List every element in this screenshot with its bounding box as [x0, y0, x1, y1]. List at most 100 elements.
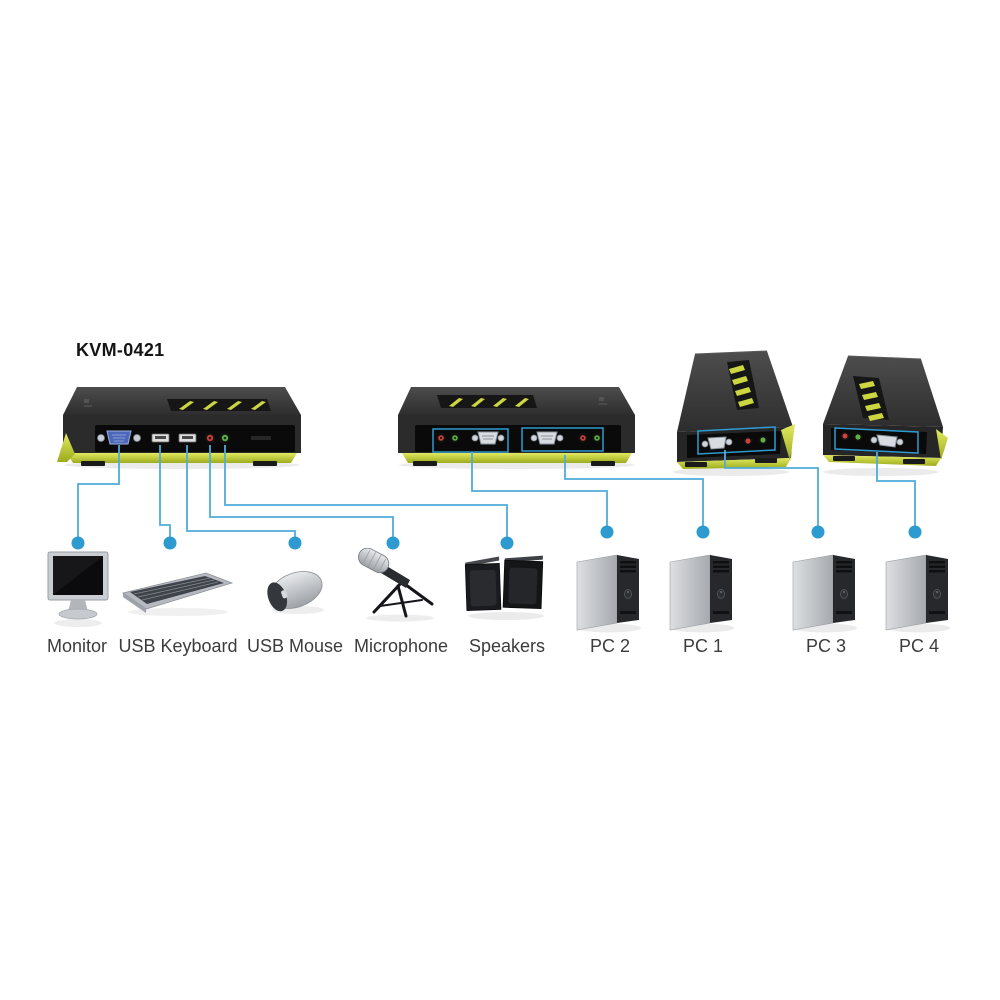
vga-screw-icon [896, 438, 904, 446]
product-model-label: KVM-0421 [76, 340, 165, 360]
speaker-grille [508, 567, 538, 605]
power-button [717, 589, 725, 599]
kvm-switch-rear-view [393, 383, 643, 474]
rubber-foot [253, 461, 277, 466]
monitor-illustration [42, 550, 114, 635]
power-led [627, 591, 629, 593]
microphone-illustration [350, 547, 450, 628]
select-button-icon [732, 376, 748, 385]
power-button [840, 589, 848, 599]
speakers-illustration [460, 548, 552, 627]
pc-side-panel [576, 554, 618, 631]
mic-stand-bar [379, 599, 423, 607]
vga-screw-icon [870, 436, 878, 444]
drive-bay [929, 561, 945, 564]
mic-grille [362, 550, 371, 564]
power-button [624, 589, 632, 599]
usb-mouse-illustration [260, 560, 332, 623]
panel-print [251, 436, 271, 440]
edge-highlight [694, 350, 768, 355]
select-button-icon [203, 401, 218, 410]
mic-grille [378, 558, 387, 572]
vga-screw-icon [530, 434, 538, 442]
label-monitor: Monitor [46, 636, 108, 656]
rubber-foot [81, 461, 105, 466]
connection-dot [71, 536, 85, 550]
select-button-icon [515, 398, 529, 407]
usb-tongue [182, 436, 193, 439]
connection-dot [696, 525, 710, 539]
label-pc-3: PC 3 [805, 636, 847, 656]
label-microphone: Microphone [353, 636, 449, 656]
device-shadow [673, 468, 789, 476]
front-vent [620, 611, 636, 614]
key-row [141, 581, 219, 601]
pc-4-illustration [878, 548, 960, 639]
edge-highlight [847, 355, 922, 360]
vga-port-icon [106, 430, 132, 445]
vga-screw-icon [97, 434, 105, 442]
label-speakers: Speakers [468, 636, 546, 656]
brand-mark [599, 397, 604, 401]
select-button-icon [859, 381, 875, 389]
label-pc-2: PC 2 [589, 636, 631, 656]
yellow-corner-wedge [936, 429, 948, 460]
connection-dot [908, 525, 922, 539]
vga-screw-icon [497, 434, 505, 442]
jack-hole [453, 436, 457, 440]
rubber-foot [413, 461, 437, 466]
vga-screw-icon [701, 440, 709, 448]
label-pc-4: PC 4 [898, 636, 940, 656]
select-button-icon [493, 398, 507, 407]
drive-bay [836, 561, 852, 564]
vga-screw-icon [725, 438, 733, 446]
select-button-icon [865, 403, 881, 411]
mic-jack-icon [842, 433, 848, 439]
drive-bay [929, 565, 945, 568]
kvm-switch-angled-view-pc4 [815, 348, 950, 481]
kvm-switch-front-view [55, 383, 305, 474]
label-usb-mouse: USB Mouse [246, 636, 344, 656]
shadow [128, 608, 228, 616]
jack-hole [223, 436, 227, 440]
select-button-icon [735, 387, 751, 396]
speaker-grille [469, 569, 497, 607]
vga-screw-icon [556, 434, 564, 442]
select-button-icon [471, 398, 485, 407]
jack-hole [595, 436, 599, 440]
yellow-corner-wedge [781, 424, 795, 461]
power-led [843, 591, 845, 593]
drive-bay [713, 561, 729, 564]
brand-mark [599, 403, 607, 405]
select-button-icon [868, 413, 884, 421]
drive-bay [713, 570, 729, 573]
vga-port-icon [477, 431, 499, 445]
drive-bay [713, 565, 729, 568]
shadow [54, 619, 102, 627]
vga-port-icon [876, 434, 898, 448]
brand-mark [84, 399, 89, 403]
drive-bay [620, 565, 636, 568]
monitor-screen [53, 556, 103, 595]
mouse-buttons [267, 582, 288, 612]
mic-jack-icon [745, 438, 751, 444]
front-vent [713, 611, 729, 614]
shadow [468, 612, 544, 620]
jack-hole [439, 436, 443, 440]
drive-bay [836, 570, 852, 573]
connection-dot [600, 525, 614, 539]
device-shadow [823, 468, 939, 476]
speaker-jack-icon [855, 434, 861, 440]
port-group-outline [834, 427, 919, 454]
rubber-foot [755, 458, 777, 463]
front-vent [929, 611, 945, 614]
jack-hole [208, 436, 212, 440]
key-row [133, 577, 211, 595]
shadow [366, 614, 434, 622]
rubber-foot [685, 462, 707, 467]
port-select-buttons [437, 395, 537, 408]
kvm-switch-angled-view-pc3 [665, 345, 800, 482]
drive-bay [620, 570, 636, 573]
